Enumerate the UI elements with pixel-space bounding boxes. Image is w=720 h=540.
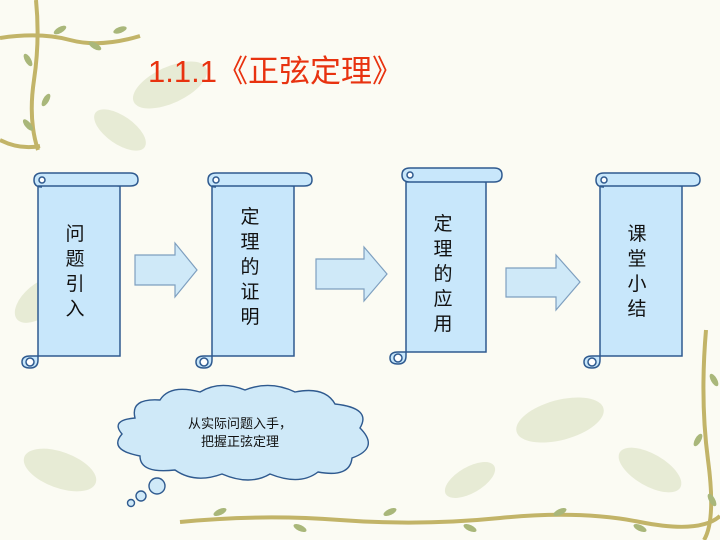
scroll-step-2	[195, 172, 313, 369]
vine-decoration-top-left	[0, 0, 141, 151]
step-label-char: 结	[627, 298, 647, 320]
step-label-2: 定理的证明	[235, 205, 265, 330]
thought-cloud	[117, 384, 369, 508]
step-label-char: 课	[627, 223, 647, 245]
step-label-char: 应	[433, 288, 453, 310]
flow-arrow-2	[315, 245, 388, 303]
flow-arrow-3	[505, 253, 581, 312]
step-label-char: 用	[433, 313, 453, 335]
step-label-char: 理	[433, 238, 453, 260]
step-label-1: 问题引入	[60, 222, 90, 322]
step-label-char: 明	[240, 306, 260, 328]
step-label-char: 题	[65, 248, 85, 270]
step-label-char: 理	[240, 231, 260, 253]
scroll-step-3	[389, 167, 503, 365]
callout-text: 从实际问题入手， 把握正弦定理	[140, 416, 340, 452]
step-label-char: 的	[240, 256, 260, 278]
scroll-step-1	[21, 172, 139, 369]
step-label-char: 的	[433, 263, 453, 285]
vine-leaves-top-left	[22, 25, 127, 131]
step-label-char: 入	[65, 298, 85, 320]
callout-line-1: 从实际问题入手，	[187, 417, 292, 432]
step-label-char: 问	[65, 223, 85, 245]
step-label-char: 定	[240, 206, 260, 228]
vine-decoration-bottom	[179, 329, 720, 540]
step-label-3: 定理的应用	[428, 212, 458, 337]
step-label-char: 小	[627, 273, 647, 295]
step-label-char: 定	[433, 213, 453, 235]
vine-leaves-bottom	[213, 373, 719, 533]
flow-arrow-1	[134, 241, 198, 299]
page-title: 1.1.1《正弦定理》	[148, 54, 403, 89]
step-label-char: 堂	[627, 248, 647, 270]
step-label-char: 证	[240, 281, 260, 303]
callout-line-2: 把握正弦定理	[200, 435, 279, 450]
step-label-char: 引	[65, 273, 85, 295]
scroll-step-4	[583, 172, 701, 369]
step-label-4: 课堂小结	[622, 222, 652, 322]
